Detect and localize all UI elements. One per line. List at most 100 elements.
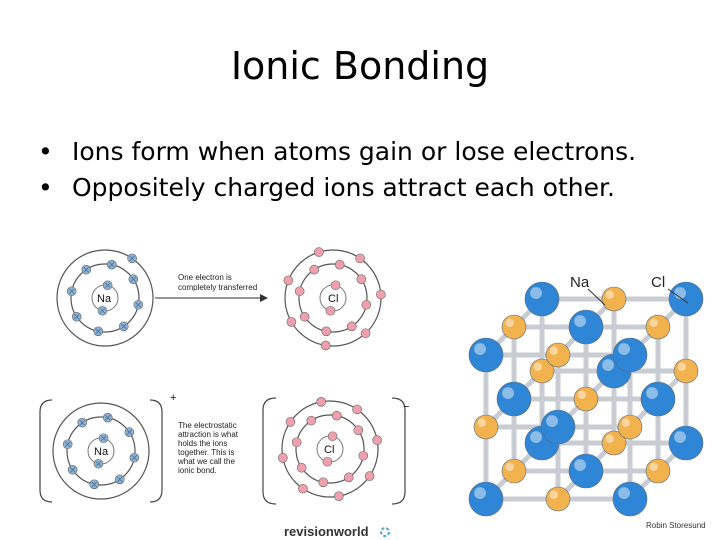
chloride-ion-sphere [524, 281, 560, 317]
sodium-symbol: Na [97, 293, 112, 305]
lattice-credit: Robin Storesund [646, 521, 706, 530]
bullet-text: Oppositely charged ions attract each oth… [72, 173, 615, 202]
electron [330, 280, 341, 291]
electron [93, 326, 104, 337]
brand-logo-text: revisionworld [284, 524, 369, 539]
electron [334, 491, 344, 501]
electron [97, 305, 108, 316]
electron [296, 462, 307, 473]
electron [127, 253, 137, 264]
electron [89, 479, 100, 490]
electron [356, 274, 367, 285]
electron [320, 340, 331, 351]
electron [286, 317, 297, 327]
sodium-ion-sphere [473, 414, 499, 440]
lattice-cl-pointer [667, 288, 689, 304]
sodium-ion-sphere [601, 286, 627, 312]
electron [306, 415, 317, 426]
sodium-ion-sphere [501, 458, 527, 484]
electron [322, 456, 333, 467]
bullet-list: •Ions form when atoms gain or lose elect… [38, 134, 636, 206]
brand-spinner-icon [380, 527, 390, 537]
electron [316, 397, 326, 407]
chloride-ion-sphere [612, 481, 648, 517]
electron [334, 259, 345, 270]
sodium-atom: Na [56, 249, 154, 347]
electron [93, 458, 104, 469]
electron [372, 435, 382, 445]
electron [285, 417, 296, 427]
chloride-ion-sphere [468, 337, 504, 373]
bond-note-line4: together. This is [178, 448, 234, 457]
chloride-ion-sphere [612, 337, 648, 373]
chlorine-symbol: Cl [328, 293, 338, 305]
sodium-ion-sphere [545, 486, 571, 512]
chloride-ion-sphere [668, 425, 704, 461]
electron [98, 433, 109, 444]
sodium-ion-sphere [601, 430, 627, 456]
electron [346, 321, 357, 332]
electron [294, 286, 305, 297]
plus-sign: + [170, 392, 176, 404]
electron [364, 471, 375, 481]
transfer-note-line1: One electron is [178, 273, 232, 282]
chloride-ion-sphere [540, 409, 576, 445]
electron [129, 452, 140, 463]
chloride-ion-sphere [640, 381, 676, 417]
chloride-ion-bracket [262, 397, 406, 505]
bond-note-line2: attraction is what [178, 430, 239, 439]
electron [283, 275, 294, 286]
sodium-ion-sphere [501, 314, 527, 340]
bullet-item: • Oppositely charged ions attract each ot… [38, 170, 636, 206]
bullet-dot: • [38, 173, 53, 202]
bond-note-line1: The electrostatic [178, 421, 237, 430]
transfer-note-line2: completely transferred [178, 283, 257, 292]
electron [314, 247, 324, 257]
electron [102, 280, 113, 291]
electron [298, 483, 308, 494]
sodium-ion-sphere [617, 414, 643, 440]
sodium-ion-sphere [645, 314, 671, 340]
chloride-ion-sphere [568, 309, 604, 345]
electron [325, 305, 336, 316]
bond-note-line6: ionic bond. [178, 466, 217, 475]
bullet-item: •Ions form when atoms gain or lose elect… [38, 134, 636, 170]
electron [67, 464, 78, 475]
crystal-lattice [468, 281, 704, 517]
electron [81, 264, 92, 275]
sodium-ion-sphere [573, 386, 599, 412]
sodium-ion: Na [52, 402, 150, 500]
sodium-ion-sphere [673, 358, 699, 384]
chloride-ion-sphere [496, 381, 532, 417]
bond-note-line3: holds the ions [178, 439, 227, 448]
electron [291, 437, 302, 448]
electron [331, 410, 342, 421]
electron [114, 474, 125, 485]
electron [118, 321, 129, 332]
chloride-ion: Cl [278, 397, 382, 501]
electron [376, 289, 386, 300]
transfer-arrow [155, 294, 268, 302]
electron [124, 427, 135, 438]
lattice-na-pointer [587, 288, 606, 306]
chloride-ion-sphere [668, 281, 704, 317]
electron [358, 450, 369, 461]
lattice-cl-label: Cl [651, 274, 665, 291]
minus-sign: − [403, 401, 409, 413]
electron [327, 431, 338, 442]
sodium-ion-sphere [645, 458, 671, 484]
chlorine-atom: Cl [283, 247, 386, 351]
sodium-ion-bracket [39, 399, 163, 503]
bond-note-line5: what we call the [177, 457, 235, 466]
sodium-ion-symbol: Na [94, 446, 109, 458]
electron [278, 453, 288, 463]
chloride-ion-sphere [468, 481, 504, 517]
electron [133, 299, 144, 310]
slide-title: Ionic Bonding [230, 44, 490, 88]
sodium-ion-sphere [545, 342, 571, 368]
electron [299, 311, 310, 322]
electron [343, 472, 354, 483]
lattice-na-label: Na [570, 274, 590, 291]
electron [66, 286, 77, 297]
